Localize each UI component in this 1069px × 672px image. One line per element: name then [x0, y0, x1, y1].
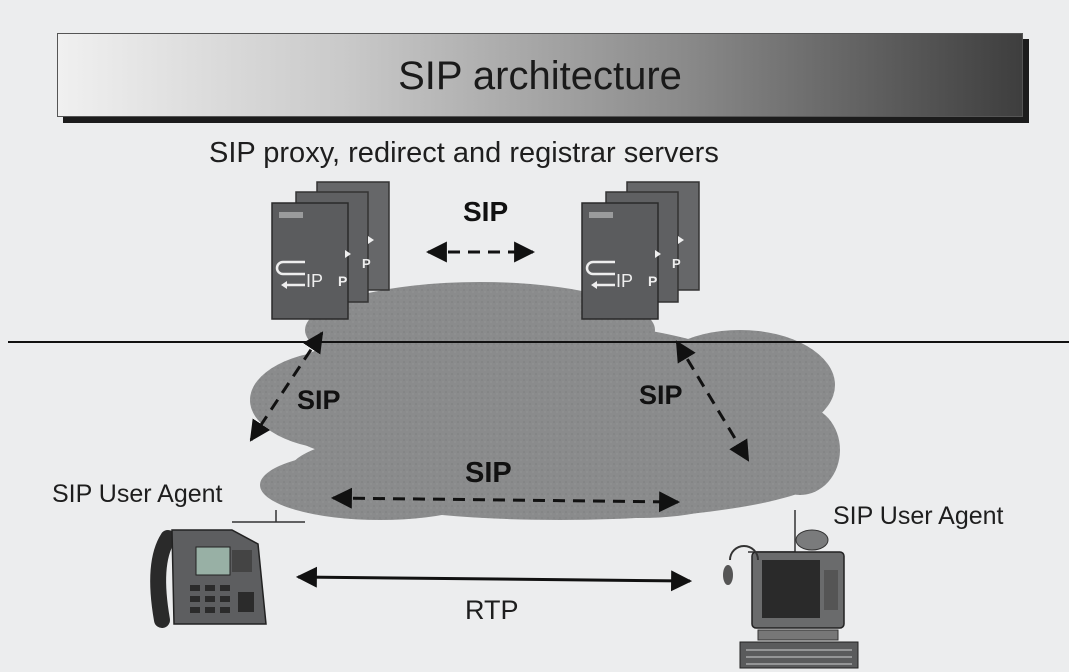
server-stack-right: P P [581, 181, 700, 320]
svg-text:P: P [648, 273, 657, 289]
svg-text:P: P [672, 256, 681, 271]
server-badge-left: IP [306, 271, 323, 291]
sip-label-agent-to-agent: SIP [465, 457, 512, 489]
server-badge-right: IP [616, 271, 633, 291]
rtp-label: RTP [465, 595, 519, 625]
sip-label-left-vertical: SIP [297, 385, 341, 415]
sip-label-right-vertical: SIP [639, 380, 683, 410]
workstation-icon [723, 529, 859, 669]
diagram-title: SIP architecture [398, 54, 682, 98]
arrow-left-vertical [249, 331, 324, 442]
svg-text:P: P [362, 256, 371, 271]
user-agent-label-right: SIP User Agent [833, 502, 1004, 530]
server-stack-left: P P [271, 181, 390, 320]
ip-phone-icon [150, 529, 267, 628]
servers-caption: SIP proxy, redirect and registrar server… [209, 137, 719, 169]
svg-text:P: P [338, 273, 347, 289]
user-agent-label-left: SIP User Agent [52, 480, 223, 508]
sip-label-server-to-server: SIP [463, 196, 509, 227]
arrow-right-vertical [675, 340, 750, 462]
arrow-rtp [295, 566, 693, 592]
title-banner: SIP architecture [57, 33, 1023, 117]
arrow-agent-to-agent [330, 487, 681, 513]
